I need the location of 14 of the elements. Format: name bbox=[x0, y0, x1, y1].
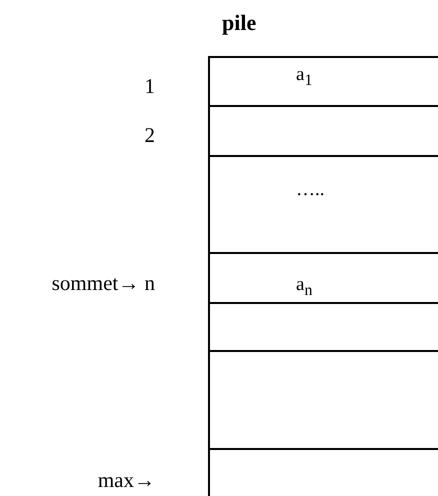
cell-value: ….. bbox=[296, 179, 324, 201]
index-label: 2 bbox=[144, 123, 155, 147]
index-label: 1 bbox=[144, 74, 155, 98]
cell-value: a$_{1}$ bbox=[296, 64, 312, 91]
stack-cell bbox=[208, 107, 438, 157]
index-label: max→ bbox=[98, 468, 155, 492]
stack-cell bbox=[208, 56, 438, 107]
cell-value: a$_{n}$ bbox=[296, 274, 312, 301]
stack-cell bbox=[208, 352, 438, 450]
index-label: sommet→ n bbox=[52, 271, 155, 295]
stack-cell bbox=[208, 304, 438, 352]
stack-cell bbox=[208, 254, 438, 304]
stack-cell bbox=[208, 157, 438, 254]
title: pile bbox=[222, 10, 256, 36]
